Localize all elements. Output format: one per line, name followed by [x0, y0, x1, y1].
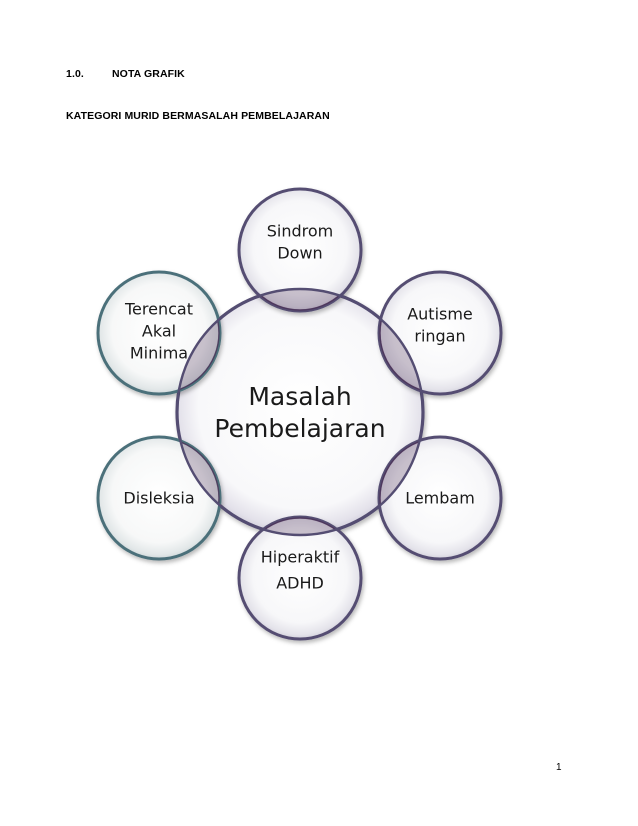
node-lembam: Lembam	[377, 435, 503, 561]
node-circle	[237, 515, 363, 641]
node-circle	[377, 270, 503, 396]
node-circle	[96, 270, 222, 396]
node-label: ADHD	[276, 574, 324, 593]
node-label: Akal	[142, 322, 176, 341]
node-label: ringan	[414, 327, 465, 346]
center-ring	[175, 287, 425, 537]
section-number: 1.0.	[66, 68, 84, 80]
node-disleksia: Disleksia	[96, 435, 222, 561]
section-title: NOTA GRAFIK	[112, 68, 185, 80]
node-autisme-ringan: Autisme ringan	[377, 270, 503, 396]
node-label: Disleksia	[123, 489, 194, 508]
page-number: 1	[556, 762, 562, 773]
center-label: Pembelajaran	[214, 414, 385, 443]
node-label: Sindrom	[267, 222, 334, 241]
node-label: Minima	[130, 344, 188, 363]
section-heading: 1.0. NOTA GRAFIK	[66, 68, 185, 80]
node-label: Terencat	[124, 300, 193, 319]
center-label: Masalah	[248, 382, 351, 411]
node-label: Autisme	[407, 305, 473, 324]
diagram-subtitle: KATEGORI MURID BERMASALAH PEMBELAJARAN	[66, 110, 330, 122]
node-label: Down	[277, 244, 322, 263]
node-circle	[237, 187, 363, 313]
node-label: Lembam	[405, 489, 475, 508]
node-label: Hiperaktif	[261, 548, 340, 567]
node-overlap	[239, 517, 361, 535]
node-overlap	[239, 289, 361, 311]
